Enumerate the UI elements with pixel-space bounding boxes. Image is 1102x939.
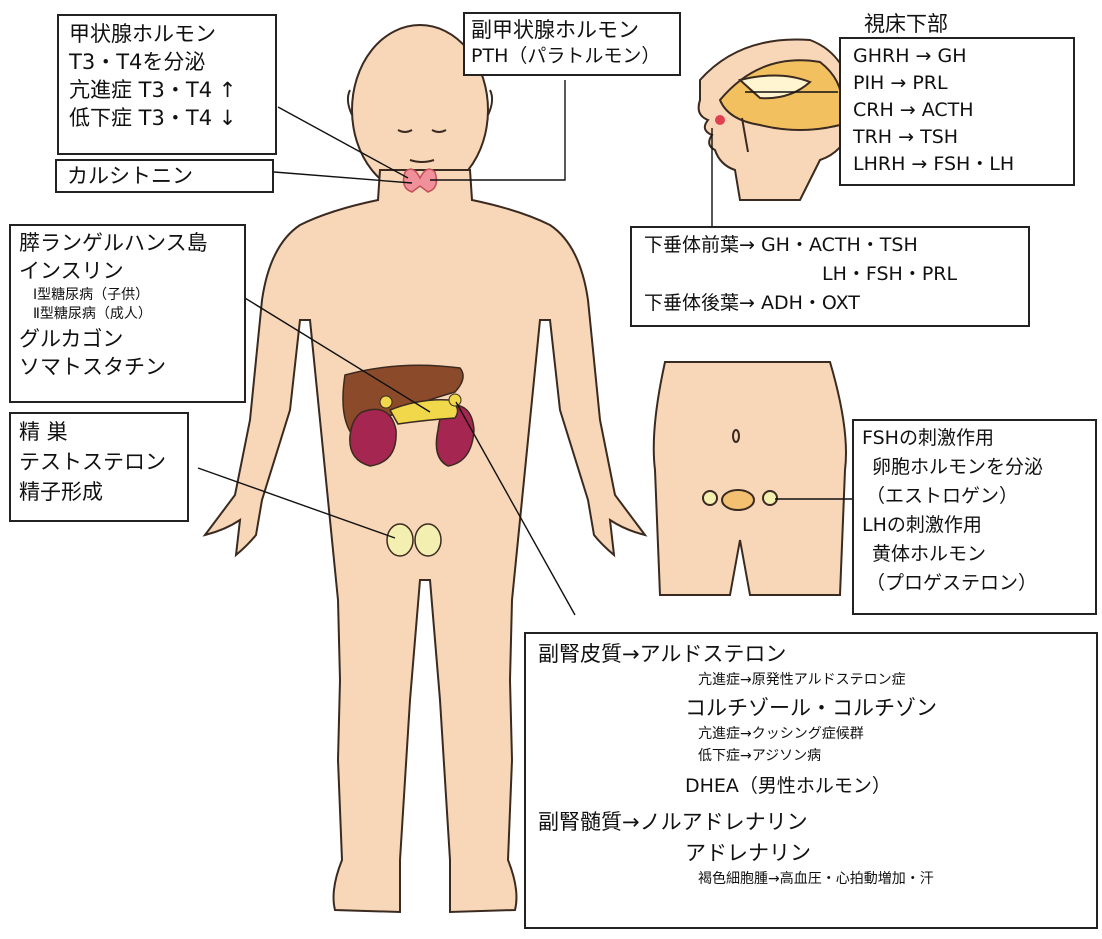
glucagon-label: グルカゴン — [19, 329, 236, 350]
ovary-right — [703, 491, 717, 505]
adrenaline-label: アドレナリン — [538, 843, 1084, 864]
female-pelvis — [654, 362, 846, 595]
adrenal-box: 副腎皮質→アルドステロン 亢進症→原発性アルドステロン症 コルチゾール・コルチゾ… — [524, 632, 1098, 929]
pancreas-box: 膵ランゲルハンス島 インスリン Ⅰ型糖尿病（子供） Ⅱ型糖尿病（成人） グルカゴ… — [9, 224, 246, 403]
somatostatin-label: ソマトスタチン — [19, 357, 236, 378]
follicle-hormone: 卵胞ホルモンを分泌 — [862, 458, 1087, 477]
hypothalamus-title: 視床下部 — [864, 8, 948, 38]
ovary-box: FSHの刺激作用 卵胞ホルモンを分泌 （エストロゲン） LHの刺激作用 黄体ホル… — [852, 419, 1097, 615]
anterior-pituitary-line-2: LH・FSH・PRL — [644, 265, 1016, 284]
ovary-left — [763, 491, 777, 505]
uterus — [722, 490, 754, 510]
thyroid-box: 甲状腺ホルモン T3・T4を分泌 亢進症 T3・T4 ↑ 低下症 T3・T4 ↓ — [57, 14, 277, 155]
hypothalamus-line-3: CRH → ACTH — [853, 101, 1061, 120]
testis-right — [387, 524, 413, 556]
thyroid-line-2: T3・T4を分泌 — [69, 52, 265, 73]
cushing-label: 亢進症→クッシング症候群 — [538, 727, 1084, 741]
adrenal-cortex-line: 副腎皮質→アルドステロン — [538, 644, 1084, 665]
hypothalamus-box: GHRH → GH PIH → PRL CRH → ACTH TRH → TSH… — [839, 37, 1075, 186]
hypothalamus-line-4: TRH → TSH — [853, 128, 1061, 147]
parathyroid-pth: PTH（パラトルモン） — [471, 47, 673, 66]
spermatogenesis-label: 精子形成 — [19, 482, 179, 503]
testis-left — [415, 524, 441, 556]
parathyroid-title: 副甲状腺ホルモン — [471, 20, 673, 41]
dhea-label: DHEA（男性ホルモン） — [538, 777, 1084, 796]
addison-label: 低下症→アジソン病 — [538, 749, 1084, 763]
posterior-pituitary-line: 下垂体後葉→ ADH・OXT — [644, 294, 1016, 313]
testis-title: 精 巣 — [19, 422, 179, 443]
type2-diabetes: Ⅱ型糖尿病（成人） — [19, 307, 236, 321]
pituitary-box: 下垂体前葉→ GH・ACTH・TSH LH・FSH・PRL 下垂体後葉→ ADH… — [630, 226, 1030, 327]
anterior-pituitary-line: 下垂体前葉→ GH・ACTH・TSH — [644, 236, 1016, 255]
insulin-label: インスリン — [19, 261, 236, 282]
testosterone-label: テストステロン — [19, 452, 179, 473]
cortisol-label: コルチゾール・コルチゾン — [538, 698, 1084, 719]
corpus-luteum-hormone: 黄体ホルモン — [862, 545, 1087, 564]
thyroid-title: 甲状腺ホルモン — [69, 24, 265, 45]
testis-box: 精 巣 テストステロン 精子形成 — [9, 412, 189, 522]
calcitonin-box: カルシトニン — [55, 159, 274, 193]
calcitonin-label: カルシトニン — [67, 166, 262, 187]
hypothalamus-line-2: PIH → PRL — [853, 74, 1061, 93]
thyroid-line-4: 低下症 T3・T4 ↓ — [69, 108, 265, 129]
fsh-action: FSHの刺激作用 — [862, 429, 1087, 448]
pituitary-gland — [715, 115, 725, 125]
pancreas-title: 膵ランゲルハンス島 — [19, 233, 236, 254]
adrenal-gland-right — [380, 396, 392, 408]
kidney-right — [350, 409, 396, 466]
lh-action: LHの刺激作用 — [862, 516, 1087, 535]
hypothalamus-line-1: GHRH → GH — [853, 47, 1061, 66]
hypothalamus-line-5: LHRH → FSH・LH — [853, 155, 1061, 174]
progesterone-label: （プロゲステロン） — [862, 574, 1087, 593]
adrenal-gland-left — [449, 394, 461, 406]
estrogen-label: （エストロゲン） — [862, 487, 1087, 506]
thyroid-line-3: 亢進症 T3・T4 ↑ — [69, 80, 265, 101]
type1-diabetes: Ⅰ型糖尿病（子供） — [19, 288, 236, 302]
pheochromocytoma-label: 褐色細胞腫→高血圧・心拍動増加・汗 — [538, 872, 1084, 886]
hyperaldosteronism: 亢進症→原発性アルドステロン症 — [538, 673, 1084, 687]
parathyroid-box: 副甲状腺ホルモン PTH（パラトルモン） — [463, 12, 681, 76]
adrenal-medulla-line: 副腎髄質→ノルアドレナリン — [538, 812, 1084, 833]
